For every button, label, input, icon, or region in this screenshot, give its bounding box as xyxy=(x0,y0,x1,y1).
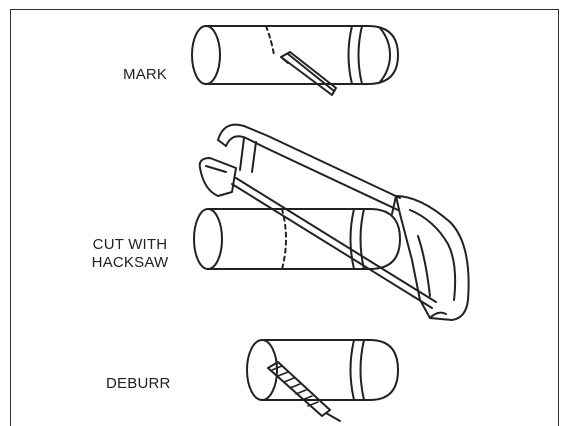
pipe-icon xyxy=(193,208,401,270)
step-label-cut-line2: HACKSAW xyxy=(91,254,169,271)
step-label-deburr: DEBURR xyxy=(106,375,171,392)
deburr-file-icon xyxy=(267,361,341,422)
step-label-cut-line1: CUT WITH xyxy=(92,236,168,253)
hacksaw-icon xyxy=(198,123,470,321)
pipe-icon xyxy=(246,339,399,401)
step-label-mark: MARK xyxy=(123,66,168,83)
step-label-cut: CUT WITH HACKSAW xyxy=(80,236,180,272)
pipe-icon xyxy=(191,25,399,85)
pencil-icon xyxy=(280,51,337,96)
